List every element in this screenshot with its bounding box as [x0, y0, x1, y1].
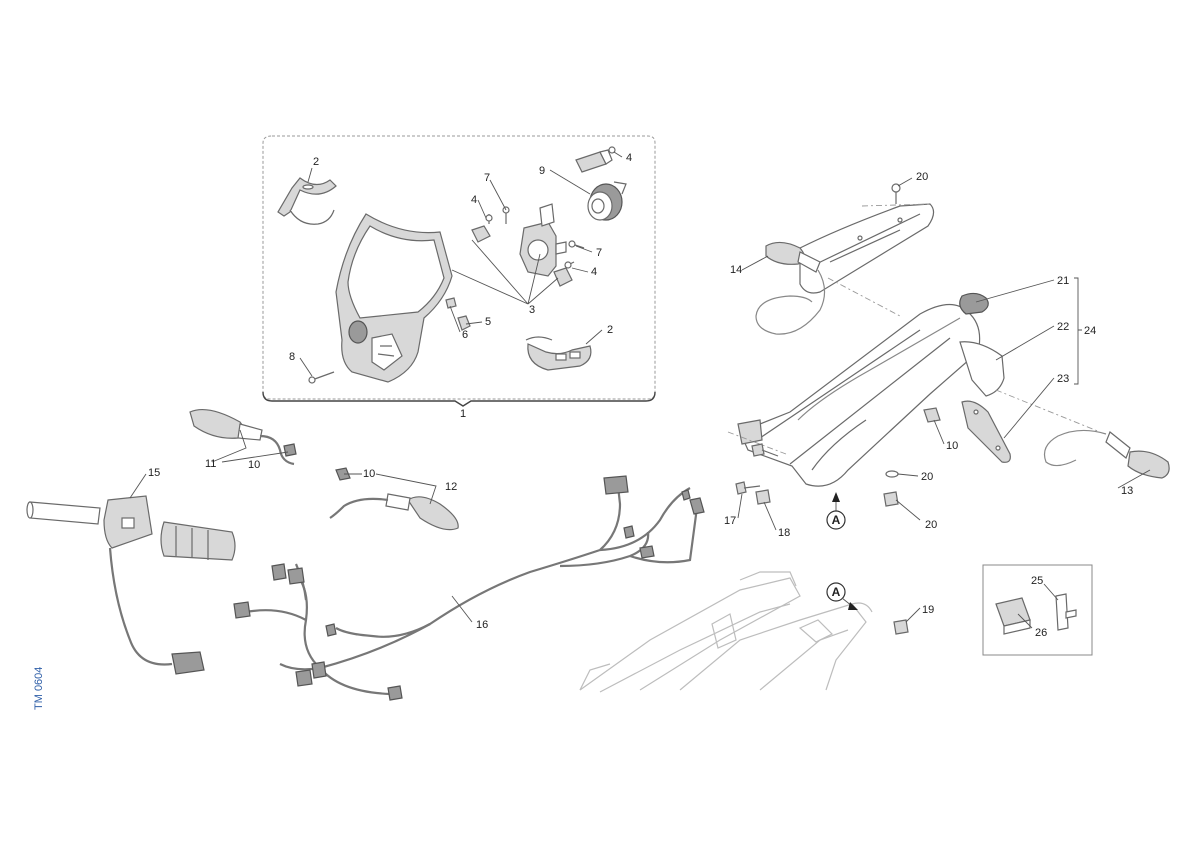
- bolt-part-18: [755, 489, 771, 505]
- callout-23: 23: [1057, 373, 1069, 385]
- screw-part-20-top: [891, 183, 901, 204]
- headlight-fairing: [335, 213, 453, 383]
- lower-mount-bracket: [525, 336, 592, 371]
- callout-12: 12: [445, 481, 457, 493]
- bolt-part-17: [735, 481, 761, 495]
- callout-26: 26: [1035, 627, 1047, 639]
- relay-inset-frame: [982, 564, 1093, 656]
- callout-4-b: 4: [626, 152, 632, 164]
- callout-10-front-right: 10: [363, 468, 375, 480]
- callout-4-a: 4: [471, 194, 477, 206]
- document-code: TM 0604: [33, 667, 45, 710]
- upper-mount-bracket: [277, 177, 337, 225]
- screw-part-7-b: [568, 240, 585, 249]
- callout-numbers: 1 2 2 3 4 4 4 5 6 7 7 8 9 10 10 10 11 12…: [148, 152, 1133, 639]
- callout-17: 17: [724, 515, 736, 527]
- license-plate-holder: [737, 303, 981, 487]
- callout-22: 22: [1057, 321, 1069, 333]
- callout-20-top: 20: [916, 171, 928, 183]
- callout-4-c: 4: [591, 266, 597, 278]
- assembly-line-tail-1: [827, 277, 901, 317]
- plate-light-bracket: [961, 400, 1011, 463]
- callout-3: 3: [529, 304, 535, 316]
- callout-1: 1: [460, 408, 466, 420]
- main-wiring-harness: [233, 475, 705, 701]
- svg-text:A: A: [832, 513, 841, 527]
- headlight-group-frame: [262, 135, 656, 400]
- rear-right-indicator: [1043, 429, 1170, 479]
- callout-11: 11: [205, 458, 216, 470]
- callout-16: 16: [476, 619, 488, 631]
- nut-part-19: [893, 619, 909, 635]
- rear-mudguard: [799, 203, 935, 294]
- callout-5: 5: [485, 316, 491, 328]
- screw-part-4-c: [608, 146, 616, 154]
- callout-14: 14: [730, 264, 742, 276]
- reflector-bracket: [959, 341, 1005, 397]
- callout-7-b: 7: [596, 247, 602, 259]
- reference-marker-a-top: A: [826, 492, 846, 530]
- callout-10-front-left: 10: [248, 459, 260, 471]
- relay-unit: [995, 597, 1031, 635]
- bulb-holder-bracket: [519, 203, 567, 277]
- nut-part-20-b: [883, 491, 899, 507]
- callout-25: 25: [1031, 575, 1043, 587]
- assembly-line-tail-3: [727, 431, 787, 455]
- callout-9: 9: [539, 165, 545, 177]
- tail-harness: [797, 317, 961, 421]
- assembly-line-tail-4: [861, 203, 931, 207]
- clip-part-6: [445, 297, 457, 309]
- rubber-grommet-left: [471, 225, 491, 243]
- callout-8: 8: [289, 351, 295, 363]
- bolt-part-tail-a: [751, 443, 779, 457]
- callout-21: 21: [1057, 275, 1069, 287]
- nut-part-10-rear: [923, 407, 941, 423]
- callout-19: 19: [922, 604, 934, 616]
- callout-20-bottom: 20: [925, 519, 937, 531]
- leader-lines: [129, 151, 1151, 629]
- front-right-indicator: [329, 467, 459, 531]
- screw-part-4-a: [485, 214, 493, 224]
- screw-part-8: [308, 371, 335, 384]
- assembly-line-tail-2: [995, 389, 1101, 433]
- rubber-grommet-right: [553, 267, 573, 287]
- callout-15: 15: [148, 467, 160, 479]
- callout-2-upper: 2: [313, 156, 319, 168]
- headlight-relay: [575, 149, 613, 173]
- front-left-indicator: [189, 409, 297, 466]
- callout-20-mid: 20: [921, 471, 933, 483]
- nut-part-20-a: [885, 470, 899, 478]
- callout-13: 13: [1121, 485, 1133, 497]
- relay-bracket: [1055, 593, 1077, 631]
- svg-text:A: A: [832, 585, 841, 599]
- rear-left-indicator: [755, 241, 826, 335]
- handlebar-switch-assembly: [26, 495, 236, 675]
- callout-10-rear: 10: [946, 440, 958, 452]
- screw-part-7-a: [502, 206, 510, 224]
- headlight-group-bracket: [262, 391, 656, 407]
- rear-light-cluster: [959, 292, 989, 315]
- callout-2-lower: 2: [607, 324, 613, 336]
- callout-7-a: 7: [484, 172, 490, 184]
- reference-marker-a-bottom: A: [826, 582, 858, 610]
- clip-part-5: [457, 315, 471, 331]
- callout-18: 18: [778, 527, 790, 539]
- screw-part-4-b: [564, 261, 575, 269]
- headlight-bulb-socket: [587, 181, 627, 221]
- callout-24: 24: [1084, 325, 1096, 337]
- callout-6: 6: [462, 329, 468, 341]
